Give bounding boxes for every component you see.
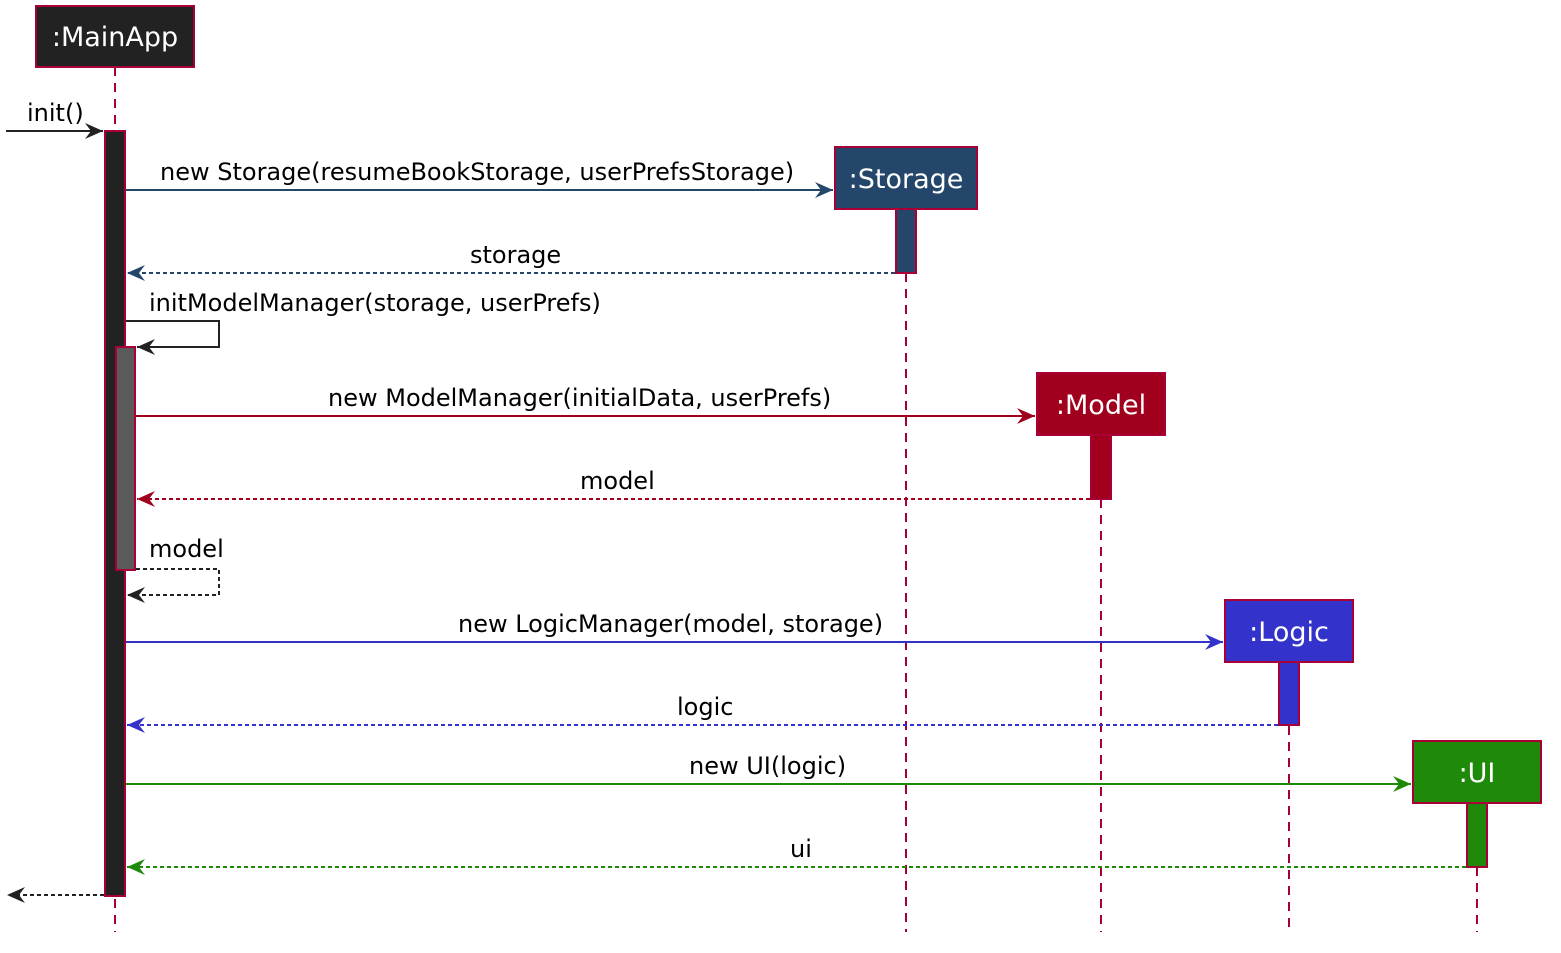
message-init-model-manager-label: initModelManager(storage, userPrefs)	[149, 289, 601, 317]
message-new-ui-label: new UI(logic)	[689, 752, 846, 780]
participant-logic-box	[1224, 599, 1354, 663]
participant-mainapp: :MainApp	[35, 5, 195, 68]
participant-ui: :UI	[1412, 740, 1542, 804]
participant-logic-label: :Logic	[1249, 617, 1329, 648]
participant-storage-box	[834, 146, 978, 210]
message-storage-return-label: storage	[470, 241, 561, 269]
participant-ui-label: :UI	[1459, 758, 1496, 789]
message-new-logic-manager-label: new LogicManager(model, storage)	[458, 610, 883, 638]
message-model-self-return-arrow	[127, 568, 220, 603]
activation-model	[1090, 434, 1112, 500]
activation-storage	[895, 208, 917, 274]
participant-storage: :Storage	[834, 146, 978, 210]
participant-storage-label: :Storage	[849, 164, 964, 195]
message-init-label: init()	[27, 99, 84, 127]
participant-logic: :Logic	[1224, 599, 1354, 663]
activation-logic	[1278, 661, 1300, 726]
message-ui-return-label: ui	[790, 835, 812, 863]
message-model-self-return-label: model	[149, 535, 224, 563]
participant-model: :Model	[1036, 372, 1166, 436]
activation-mainapp-nested	[115, 346, 136, 571]
participant-model-label: :Model	[1056, 390, 1146, 421]
participant-model-box	[1036, 372, 1166, 436]
participant-mainapp-label: :MainApp	[52, 22, 178, 53]
message-init-model-manager-arrow	[126, 320, 220, 355]
participant-mainapp-box	[35, 5, 195, 68]
message-new-storage-label: new Storage(resumeBookStorage, userPrefs…	[160, 158, 794, 186]
message-logic-return-label: logic	[677, 693, 733, 721]
message-model-return-label: model	[580, 467, 655, 495]
message-new-model-manager-label: new ModelManager(initialData, userPrefs)	[328, 384, 831, 412]
activation-ui	[1466, 802, 1488, 868]
